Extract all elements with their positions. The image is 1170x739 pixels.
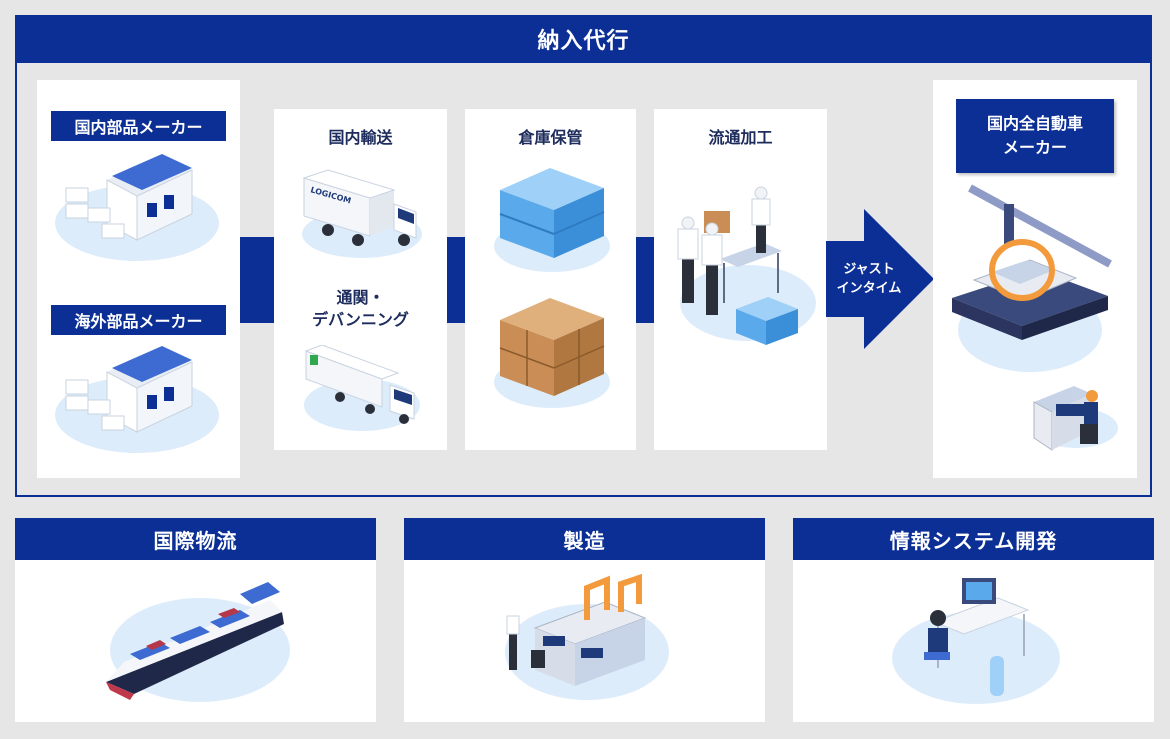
intl-logistics-title: 国際物流 bbox=[15, 518, 376, 560]
cardboard-boxes-icon bbox=[490, 292, 614, 410]
car-assembly-line-icon bbox=[944, 180, 1122, 465]
robot-arm-icon bbox=[495, 570, 675, 710]
flow-connector bbox=[447, 237, 465, 323]
flow-connector bbox=[636, 237, 654, 323]
workers-packing-icon bbox=[664, 185, 820, 365]
container-ship-icon bbox=[100, 570, 290, 710]
trailer-truck-icon bbox=[300, 345, 424, 435]
distribution-processing-title: 流通加工 bbox=[654, 127, 827, 149]
overseas-supplier-label: 海外部品メーカー bbox=[51, 305, 226, 335]
warehouse-storage-title: 倉庫保管 bbox=[465, 127, 636, 149]
truck-icon: LOGICOM bbox=[298, 168, 426, 260]
domestic-supplier-label: 国内部品メーカー bbox=[51, 111, 226, 141]
it-development-title: 情報システム開発 bbox=[793, 518, 1154, 560]
domestic-transport-title: 国内輸送 bbox=[274, 127, 447, 149]
factory-icon bbox=[52, 340, 222, 455]
storage-boxes-icon bbox=[490, 166, 614, 276]
developer-desk-icon bbox=[888, 572, 1064, 710]
just-in-time-label: ジャスト インタイム bbox=[826, 260, 912, 298]
delivery-agency-title: 納入代行 bbox=[15, 15, 1152, 63]
factory-icon bbox=[52, 148, 222, 263]
manufacturing-title: 製造 bbox=[404, 518, 765, 560]
flow-connector bbox=[240, 237, 274, 323]
automaker-label: 国内全自動車 メーカー bbox=[956, 99, 1114, 173]
customs-devanning-title: 通関・ デバンニング bbox=[274, 287, 447, 331]
